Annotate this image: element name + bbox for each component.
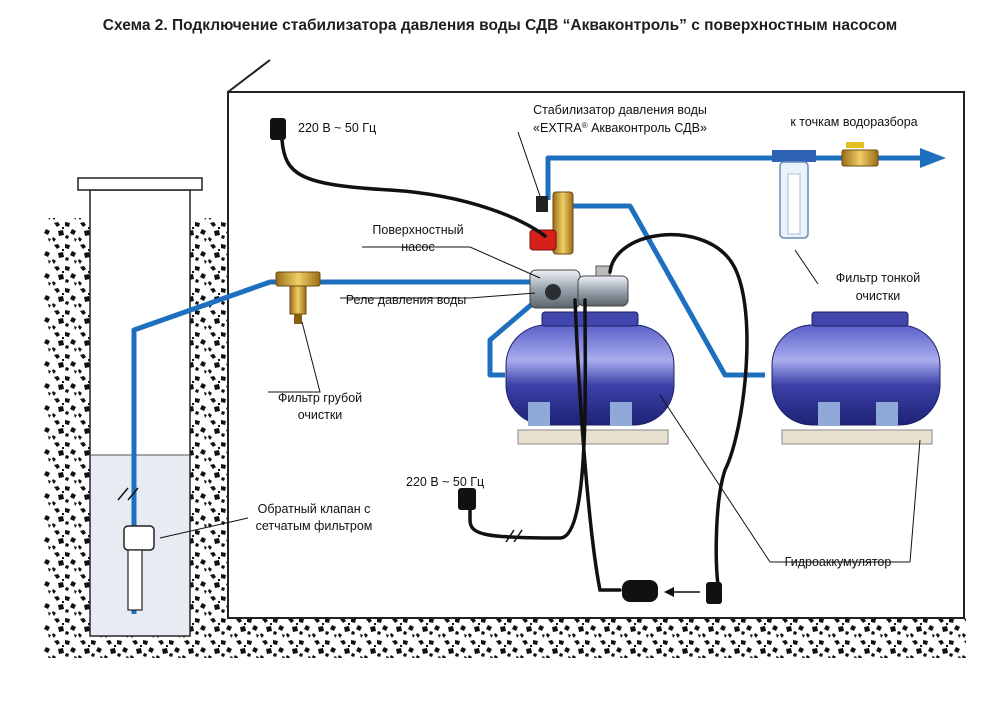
- stabilizer-label-line2: «EXTRA® Акваконтроль СДВ»: [533, 121, 707, 136]
- check-valve-label-line1: Обратный клапан с: [258, 502, 371, 516]
- stabilizer-label: Стабилизатор давления воды «EXTRA® Аквак…: [533, 103, 707, 135]
- power-label-bottom: 220 В ~ 50 Гц: [406, 475, 484, 489]
- stabilizer-label-reg: ®: [582, 121, 588, 130]
- coarse-filter-label: Фильтр грубой очистки: [278, 391, 362, 422]
- power-cables: [280, 138, 749, 592]
- plug-direction-arrow: [664, 587, 700, 597]
- leader-lines: [159, 131, 921, 563]
- accumulator-right: [771, 311, 941, 445]
- fine-filter-label-line2: очистки: [856, 289, 901, 303]
- surface-pump: [529, 265, 629, 309]
- check-valve: [123, 525, 155, 611]
- stabilizer-label-line2-b: Акваконтроль СДВ»: [588, 121, 707, 135]
- check-valve-label: Обратный клапан с сетчатым фильтром: [256, 502, 373, 533]
- power-plugs: [270, 118, 722, 604]
- outlet-valve: [841, 142, 879, 167]
- power-label-top: 220 В ~ 50 Гц: [298, 121, 376, 135]
- fine-filter: [772, 150, 816, 239]
- pump-label: Поверхностный насос: [372, 223, 463, 254]
- relay-label: Реле давления воды: [346, 293, 466, 307]
- accumulator-label: Гидроаккумулятор: [785, 555, 892, 569]
- soil: [44, 218, 966, 658]
- accumulator-left: [505, 311, 675, 445]
- pump-label-line2: насос: [401, 240, 434, 254]
- pressure-stabilizer: [529, 191, 574, 255]
- coarse-filter: [275, 271, 321, 324]
- fine-filter-label-line1: Фильтр тонкой: [836, 271, 920, 285]
- diagram-title: Схема 2. Подключение стабилизатора давле…: [102, 17, 898, 34]
- pump-label-line1: Поверхностный: [372, 223, 463, 237]
- outlet-label: к точкам водоразбора: [790, 115, 917, 129]
- fine-filter-label: Фильтр тонкой очистки: [836, 271, 920, 303]
- coarse-filter-label-line1: Фильтр грубой: [278, 391, 362, 405]
- stabilizer-label-line2-a: «EXTRA: [533, 121, 582, 135]
- outlet-arrow: [920, 148, 946, 168]
- stabilizer-label-line1: Стабилизатор давления воды: [533, 103, 707, 117]
- check-valve-label-line2: сетчатым фильтром: [256, 519, 373, 533]
- coarse-filter-label-line2: очистки: [298, 408, 343, 422]
